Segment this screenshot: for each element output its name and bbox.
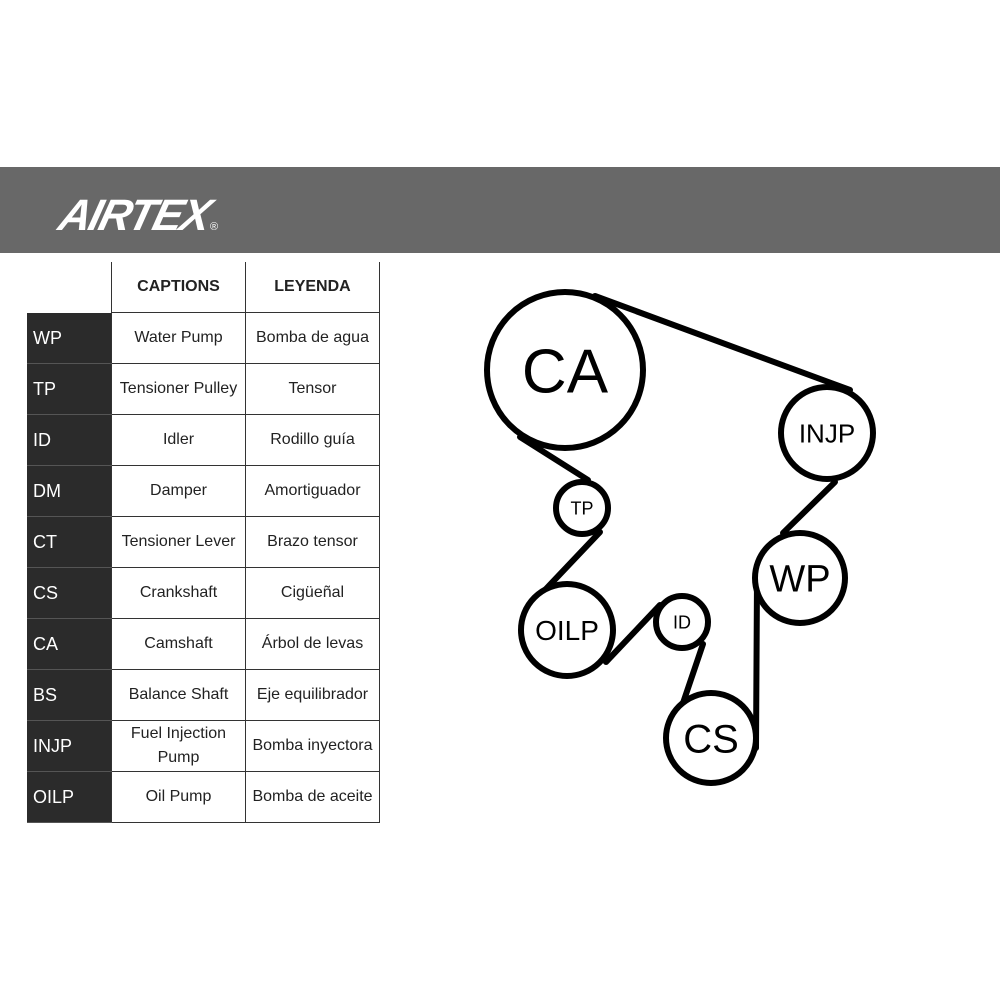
table-row: TP Tensioner Pulley Tensor xyxy=(27,363,380,415)
pulley-label: CA xyxy=(522,337,609,406)
table-row: BS Balance Shaft Eje equilibrador xyxy=(27,669,380,721)
table-row: ID Idler Rodillo guía xyxy=(27,414,380,466)
row-code: CT xyxy=(27,516,112,568)
pulley-tp xyxy=(553,479,611,537)
belt-segment xyxy=(753,577,760,751)
table-row: WP Water Pump Bomba de agua xyxy=(27,312,380,364)
row-code: INJP xyxy=(27,720,112,772)
pulley-id xyxy=(653,593,711,651)
pulley-label: OILP xyxy=(535,615,599,646)
belt-segment xyxy=(780,479,838,536)
table-row: CT Tensioner Lever Brazo tensor xyxy=(27,516,380,568)
pulley-label: CS xyxy=(683,717,739,761)
belt-segment xyxy=(542,529,603,593)
row-leyenda: Brazo tensor xyxy=(245,516,380,568)
header-banner xyxy=(0,167,1000,253)
airtex-logo: AIRTEX ® xyxy=(30,175,230,250)
table-row: CA Camshaft Árbol de levas xyxy=(27,618,380,670)
table-row: OILP Oil Pump Bomba de aceite xyxy=(27,771,380,823)
row-caption: Balance Shaft xyxy=(111,669,246,721)
row-code: WP xyxy=(27,312,112,364)
row-code: CS xyxy=(27,567,112,619)
row-leyenda: Amortiguador xyxy=(245,465,380,517)
row-caption: Idler xyxy=(111,414,246,466)
pulley-ca xyxy=(484,289,646,451)
row-caption: Crankshaft xyxy=(111,567,246,619)
belt-segment xyxy=(517,434,591,483)
pulley-label: INJP xyxy=(799,418,855,448)
pulley-label: ID xyxy=(673,612,691,632)
pulley-label: WP xyxy=(769,559,830,601)
row-caption: Water Pump xyxy=(111,312,246,364)
belt-segment xyxy=(603,602,663,665)
table-row: DM Damper Amortiguador xyxy=(27,465,380,517)
pulley-cs xyxy=(663,690,759,786)
row-leyenda: Bomba de aceite xyxy=(245,771,380,823)
pulley-label: TP xyxy=(570,498,593,518)
registered-mark: ® xyxy=(210,221,219,233)
row-caption: Tensioner Pulley xyxy=(111,363,246,415)
row-caption: Oil Pump xyxy=(111,771,246,823)
row-leyenda: Bomba de agua xyxy=(245,312,380,364)
pulley-wp xyxy=(752,530,848,626)
row-leyenda: Eje equilibrador xyxy=(245,669,380,721)
header-captions: CAPTIONS xyxy=(111,262,246,313)
row-code: CA xyxy=(27,618,112,670)
row-code: TP xyxy=(27,363,112,415)
row-code: DM xyxy=(27,465,112,517)
pulley-injp xyxy=(778,384,876,482)
belt-segment xyxy=(592,293,853,393)
belt-segment xyxy=(680,641,706,706)
row-caption: Camshaft xyxy=(111,618,246,670)
row-code: ID xyxy=(27,414,112,466)
row-leyenda: Bomba inyectora xyxy=(245,720,380,772)
row-code: OILP xyxy=(27,771,112,823)
pulley-oilp xyxy=(518,581,616,679)
row-caption: Tensioner Lever xyxy=(111,516,246,568)
row-leyenda: Tensor xyxy=(245,363,380,415)
table-row: INJP Fuel Injection Pump Bomba inyectora xyxy=(27,720,380,772)
row-caption: Damper xyxy=(111,465,246,517)
legend-table: CAPTIONS LEYENDA WP Water Pump Bomba de … xyxy=(27,262,380,823)
row-code: BS xyxy=(27,669,112,721)
